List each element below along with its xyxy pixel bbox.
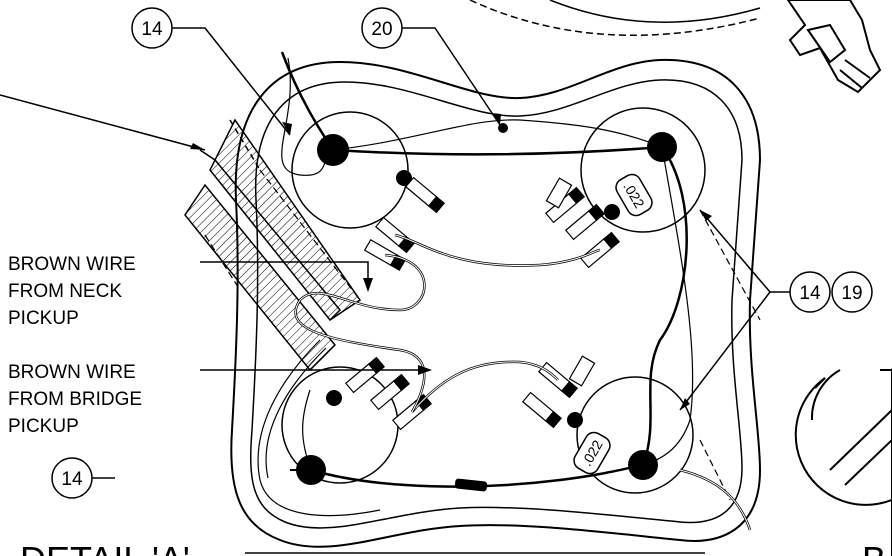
upper-arc-outline — [469, 0, 761, 36]
callout-1: 14 — [131, 7, 173, 49]
callout-4-number: 19 — [841, 283, 862, 304]
note-bridge-line-3: PICKUP — [8, 416, 79, 437]
callout-3-number: 14 — [799, 283, 821, 304]
wire-sleeve — [454, 478, 488, 492]
note-neck-pickup: BROWN WIRE FROM NECK PICKUP — [8, 254, 136, 329]
capacitor-top: .022 — [615, 173, 653, 217]
selector-switch-partial — [794, 368, 892, 556]
note-bridge-line-1: BROWN WIRE — [8, 362, 136, 383]
pot-top-left — [291, 111, 412, 229]
control-cavity-outline — [230, 58, 762, 548]
right-cropped-text: B — [862, 539, 886, 556]
callout-5-number: 14 — [61, 469, 83, 490]
note-neck-line-1: BROWN WIRE — [8, 254, 136, 275]
pot-bottom-left — [281, 366, 399, 485]
note-neck-line-2: FROM NECK — [8, 281, 122, 302]
callout-4: 19 — [831, 271, 873, 313]
note-bridge-pickup: BROWN WIRE FROM BRIDGE PICKUP — [8, 362, 142, 437]
note-neck-line-3: PICKUP — [8, 308, 79, 329]
note-bridge-line-2: FROM BRIDGE — [8, 389, 142, 410]
detail-title: DETAIL 'A' — [20, 539, 190, 556]
wires — [257, 51, 752, 531]
arrowheads — [190, 113, 712, 410]
output-jack-icon — [786, 0, 882, 94]
pot-lugs — [344, 176, 621, 431]
capacitor-bottom: .022 — [573, 431, 611, 475]
callout-3: 14 — [789, 271, 831, 313]
callout-2-number: 20 — [371, 19, 392, 40]
solder-point — [498, 123, 508, 133]
pot-top-right — [580, 107, 706, 233]
callout-2: 20 — [361, 7, 403, 49]
callout-5: 14 — [51, 457, 93, 499]
callout-1-number: 14 — [141, 19, 163, 40]
